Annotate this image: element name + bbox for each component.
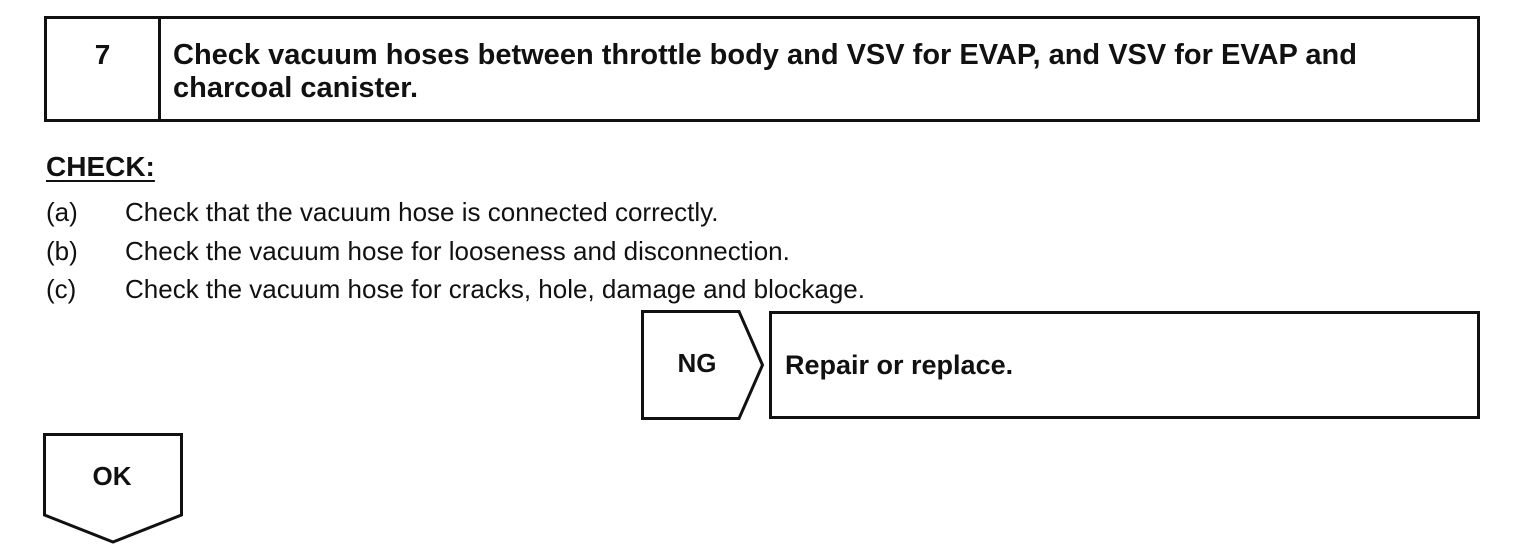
check-item-text: Check that the vacuum hose is connected …: [125, 197, 719, 227]
step-header-box: 7 Check vacuum hoses between throttle bo…: [44, 16, 1480, 122]
ng-result-text: Repair or replace.: [785, 350, 1014, 380]
check-item-c: (c) Check the vacuum hose for cracks, ho…: [46, 270, 865, 309]
check-item-b: (b) Check the vacuum hose for looseness …: [46, 232, 865, 271]
ok-label: OK: [92, 461, 132, 491]
check-item-text: Check the vacuum hose for cracks, hole, …: [125, 274, 865, 304]
check-item-letter: (a): [46, 197, 78, 227]
step-number: 7: [47, 19, 161, 119]
ng-arrow-shape: [641, 310, 765, 420]
check-list: (a) Check that the vacuum hose is connec…: [46, 193, 865, 309]
check-heading: CHECK:: [46, 151, 155, 182]
ng-label: NG: [677, 348, 717, 378]
ng-result-box: Repair or replace.: [769, 311, 1480, 419]
check-item-letter: (c): [46, 274, 77, 304]
step-title: Check vacuum hoses between throttle body…: [173, 39, 1357, 104]
check-item-text: Check the vacuum hose for looseness and …: [125, 235, 790, 266]
check-item-letter: (b): [46, 235, 78, 266]
check-item-a: (a) Check that the vacuum hose is connec…: [46, 193, 865, 232]
ok-arrow-shape: [43, 433, 183, 544]
